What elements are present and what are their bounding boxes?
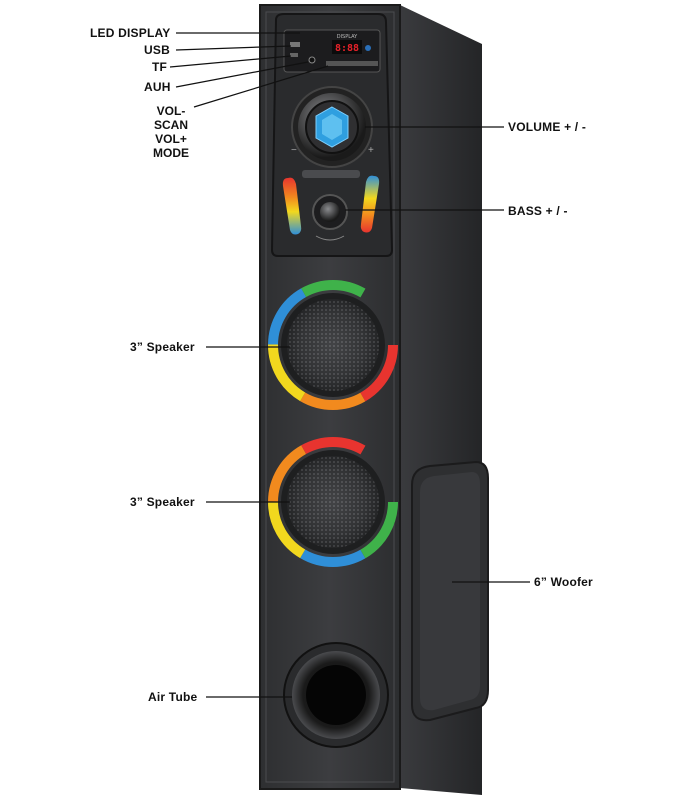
svg-text:−: − <box>291 145 297 156</box>
label-air-tube: Air Tube <box>148 690 198 704</box>
label-auh: AUH <box>144 80 171 94</box>
label-led-display: LED DISPLAY <box>90 26 171 40</box>
led-display-digits: 8:88 <box>335 43 359 54</box>
label-vol-plus: VOL+ <box>155 132 187 146</box>
air-tube <box>283 642 389 748</box>
label-tf: TF <box>152 60 168 74</box>
label-control-buttons: VOL- SCAN VOL+ MODE <box>146 104 196 160</box>
label-bass: BASS + / - <box>508 204 568 218</box>
label-volume: VOLUME + / - <box>508 120 587 134</box>
label-speaker-bottom: 3” Speaker <box>130 495 195 509</box>
leader-lines <box>169 32 530 698</box>
speaker-bottom <box>268 437 398 567</box>
led-bar-right <box>360 175 380 233</box>
label-vol-minus: VOL- <box>156 104 186 118</box>
label-woofer: 6” Woofer <box>534 575 593 589</box>
label-mode: MODE <box>153 146 189 160</box>
display-caption: DISPLAY <box>337 34 358 40</box>
svg-text:+: + <box>368 145 374 156</box>
label-scan: SCAN <box>153 118 188 132</box>
label-speaker-top: 3” Speaker <box>130 340 195 354</box>
label-usb: USB <box>144 43 170 57</box>
speaker-top <box>268 280 398 410</box>
led-bar-left <box>282 177 302 235</box>
